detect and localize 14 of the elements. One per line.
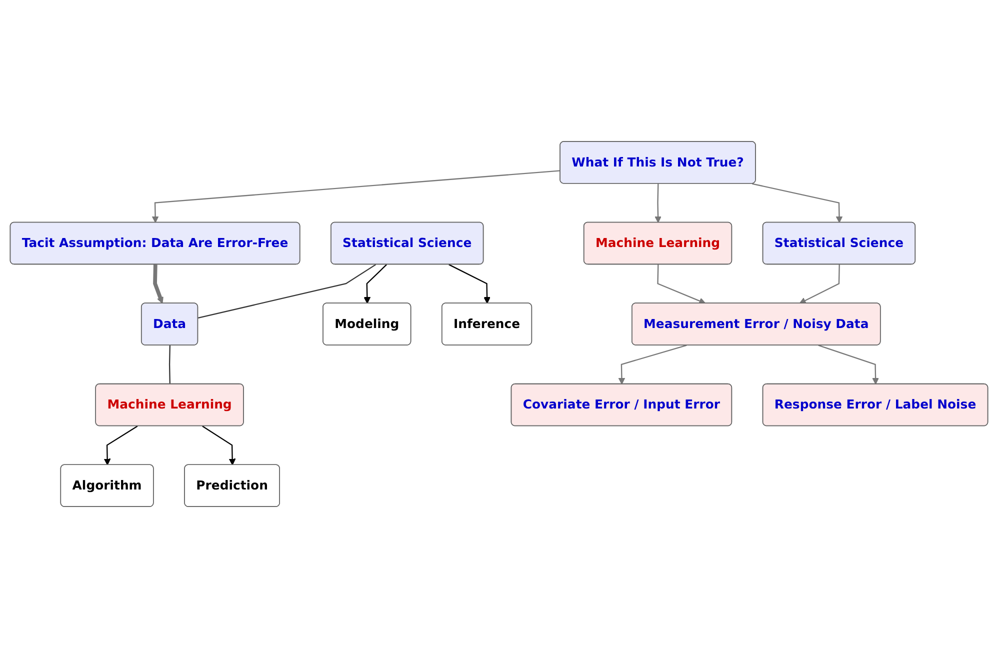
arrow xyxy=(618,344,687,384)
arrow xyxy=(104,425,138,465)
arrow xyxy=(654,183,662,222)
arrow xyxy=(153,264,164,304)
arrow xyxy=(799,264,840,304)
arrow xyxy=(152,170,560,222)
arrow xyxy=(657,264,706,304)
connector xyxy=(168,344,170,384)
arrow xyxy=(818,344,879,384)
arrow xyxy=(752,182,843,222)
arrow xyxy=(448,264,490,304)
connector xyxy=(198,264,376,318)
arrow xyxy=(202,425,236,465)
arrow xyxy=(364,264,387,304)
